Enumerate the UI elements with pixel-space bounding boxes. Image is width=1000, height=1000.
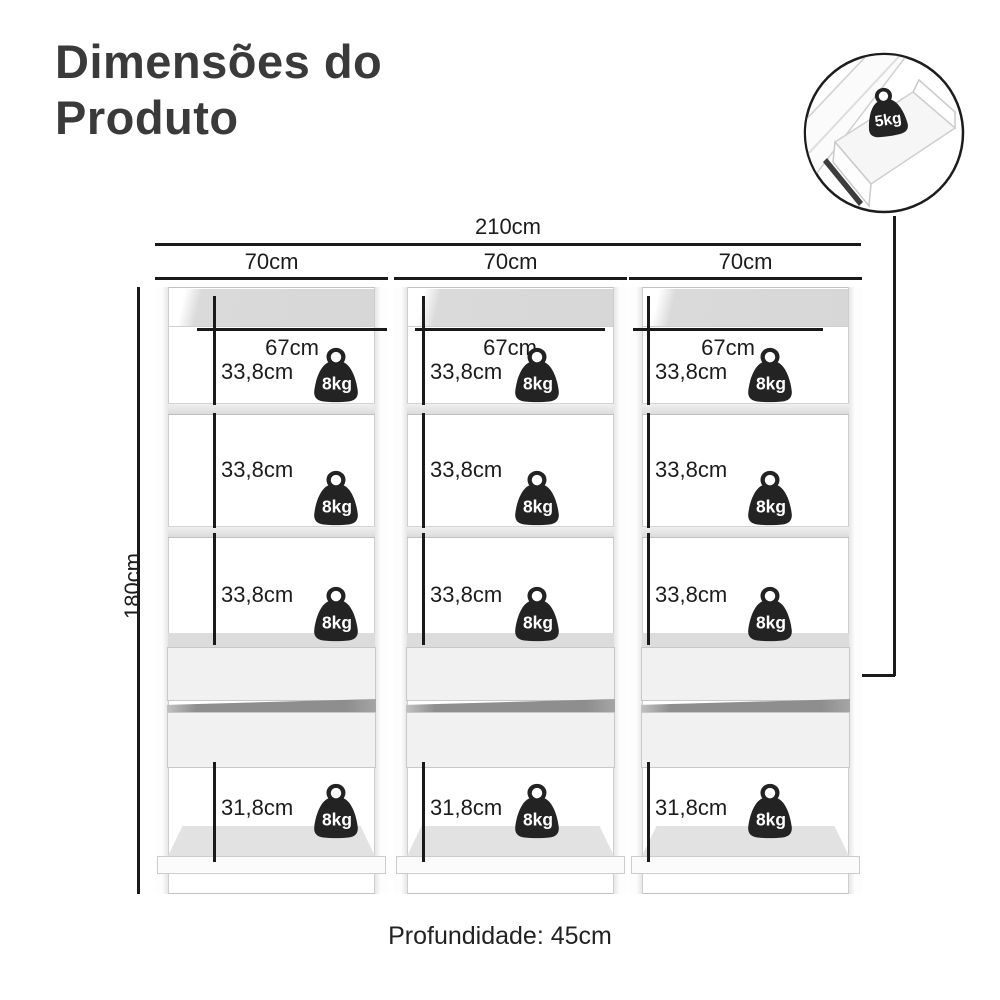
shelf-unit-2: 67cm 33,8cm 33,8cm 33,8cm 31,8cm 8kg 8kg… [394, 287, 627, 894]
weight-8kg-icon: 8kg [748, 347, 792, 403]
module-width-dimension-line [629, 277, 862, 280]
section-height-dimension-line [213, 533, 216, 645]
section-height-label: 33,8cm [221, 457, 294, 482]
module-width-dimension-line [394, 277, 627, 280]
section-height-dimension-line [647, 296, 650, 405]
drawer-front-top [167, 647, 376, 701]
section-height-dimension-line [422, 533, 425, 645]
weight-8kg-icon: 8kg [515, 470, 559, 526]
shelf-divider [642, 526, 849, 538]
shelf-unit-1: 67cm 33,8cm 33,8cm 33,8cm 31,8cm 8kg 8kg… [155, 287, 388, 894]
inner-width-dimension-line [197, 328, 387, 331]
shelf-capacity-label: 8kg [756, 613, 786, 633]
height-dimension-line [137, 287, 140, 894]
shelf-divider [168, 526, 375, 538]
shelf-capacity-label: 8kg [523, 810, 553, 830]
bottom-shelf-edge [631, 856, 860, 874]
weight-8kg-icon: 8kg [515, 347, 559, 403]
weight-8kg-icon: 8kg [314, 783, 358, 839]
weight-8kg-icon: 8kg [314, 470, 358, 526]
module-width-label: 70cm [718, 249, 773, 274]
bottom-shelf-edge [396, 856, 625, 874]
section-height-dimension-line [422, 413, 425, 528]
shelf-unit-right-post [848, 287, 862, 894]
shelf-capacity-label: 8kg [322, 374, 352, 394]
drawer-front-top [641, 647, 850, 701]
section-height-label: 33,8cm [430, 359, 503, 384]
height-label: 180cm [120, 552, 145, 620]
shelf-unit-frame [394, 287, 627, 894]
section-height-dimension-line [213, 413, 216, 528]
bottom-height-label: 31,8cm [221, 795, 294, 820]
section-height-dimension-line [647, 413, 650, 528]
inset-leader-line-vertical [893, 216, 896, 676]
section-height-label: 33,8cm [221, 359, 294, 384]
bottom-height-label: 31,8cm [430, 795, 503, 820]
bottom-shelf-surface [407, 826, 614, 856]
module-width-label: 70cm [483, 249, 538, 274]
drawer-capacity-label: 5kg [874, 110, 903, 131]
module-width-label: 70cm [244, 249, 299, 274]
weight-8kg-icon: 8kg [515, 783, 559, 839]
shelf-unit-right-post [613, 287, 627, 894]
weight-8kg-icon: 8kg [314, 586, 358, 642]
weight-8kg-icon: 8kg [748, 783, 792, 839]
section-height-label: 33,8cm [430, 582, 503, 607]
section-height-label: 33,8cm [655, 359, 728, 384]
shelf-unit-left-post [155, 287, 169, 894]
shelf-divider [642, 403, 849, 415]
section-height-label: 33,8cm [655, 582, 728, 607]
section-height-dimension-line [647, 533, 650, 645]
depth-note: Profundidade: 45cm [388, 922, 612, 950]
section-height-label: 33,8cm [221, 582, 294, 607]
inner-width-dimension-line [415, 328, 605, 331]
shelf-unit-left-post [394, 287, 408, 894]
drawer-front-bottom [641, 712, 850, 768]
shelf-unit-left-post [629, 287, 643, 894]
weight-8kg-icon: 8kg [314, 347, 358, 403]
weight-5kg-icon: 5kg [862, 84, 910, 140]
bottom-shelf-edge [157, 856, 386, 874]
inner-width-label: 67cm [701, 335, 755, 360]
shelf-capacity-label: 8kg [322, 810, 352, 830]
shelf-divider [407, 526, 614, 538]
shelf-capacity-label: 8kg [523, 613, 553, 633]
weight-8kg-icon: 8kg [748, 586, 792, 642]
shelf-unit-3: 67cm 33,8cm 33,8cm 33,8cm 31,8cm 8kg 8kg… [629, 287, 862, 894]
inner-width-dimension-line [633, 328, 823, 331]
drawer-front-bottom [167, 712, 376, 768]
section-height-label: 33,8cm [655, 457, 728, 482]
open-drawer-illustration [806, 55, 957, 208]
bottom-height-dimension-line [647, 762, 650, 862]
section-height-dimension-line [422, 296, 425, 405]
shelf-unit-right-post [374, 287, 388, 894]
weight-8kg-icon: 8kg [748, 470, 792, 526]
drawer-front-top [406, 647, 615, 701]
shelf-capacity-label: 8kg [756, 497, 786, 517]
shelf-capacity-label: 8kg [756, 374, 786, 394]
bottom-height-label: 31,8cm [655, 795, 728, 820]
bottom-shelf-surface [642, 826, 849, 856]
drawer-front-bottom [406, 712, 615, 768]
page-title: Dimensões do Produto [55, 35, 383, 145]
total-width-dimension-line [155, 243, 861, 246]
shelf-divider [407, 403, 614, 415]
shelf-unit-top-panel [407, 289, 614, 327]
shelf-capacity-label: 8kg [756, 810, 786, 830]
shelf-divider [168, 403, 375, 415]
inner-width-label: 67cm [265, 335, 319, 360]
shelf-unit-top-panel [642, 289, 849, 327]
shelf-capacity-label: 8kg [322, 497, 352, 517]
bottom-height-dimension-line [422, 762, 425, 862]
section-height-label: 33,8cm [430, 457, 503, 482]
section-height-dimension-line [213, 296, 216, 405]
shelf-unit-top-panel [168, 289, 375, 327]
shelf-capacity-label: 8kg [322, 613, 352, 633]
bottom-height-dimension-line [213, 762, 216, 862]
shelf-capacity-label: 8kg [523, 497, 553, 517]
weight-8kg-icon: 8kg [515, 586, 559, 642]
module-width-dimension-line [155, 277, 388, 280]
shelf-capacity-label: 8kg [523, 374, 553, 394]
total-width-label: 210cm [474, 214, 542, 239]
